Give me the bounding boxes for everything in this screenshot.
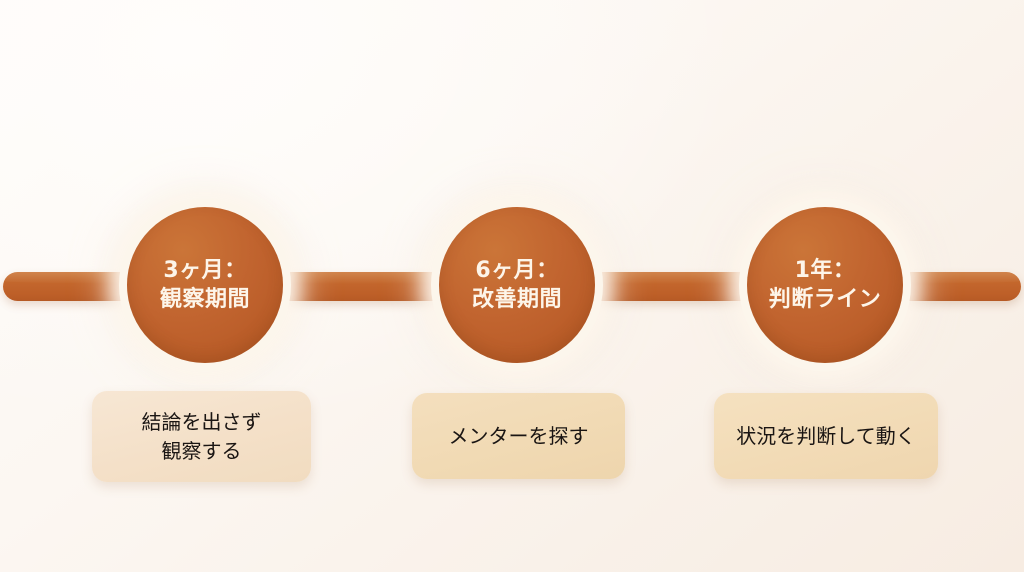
milestone-card-3[interactable]: 状況を判断して動く bbox=[714, 393, 938, 479]
milestone-2-line1: 6ヶ月： bbox=[475, 257, 559, 283]
milestone-disc-3: 1年： 判断ライン bbox=[747, 207, 903, 363]
milestone-3-line2: 判断ライン bbox=[768, 287, 882, 312]
milestone-node-1[interactable]: 3ヶ月： 観察期間 bbox=[119, 199, 291, 371]
milestone-card-1-line1: 結論を出さず bbox=[141, 410, 262, 435]
milestone-node-3[interactable]: 1年： 判断ライン bbox=[739, 199, 911, 371]
milestone-card-3-line1: 状況を判断して動く bbox=[736, 423, 916, 448]
milestone-card-1-line2: 観察する bbox=[161, 438, 242, 463]
milestone-disc-2: 6ヶ月： 改善期間 bbox=[439, 207, 595, 363]
milestone-1-line1: 3ヶ月： bbox=[163, 257, 247, 283]
milestone-1-line2: 観察期間 bbox=[159, 287, 250, 312]
milestone-3-line1: 1年： bbox=[794, 257, 856, 283]
milestone-card-2-line1: メンターを探す bbox=[448, 423, 589, 448]
milestone-node-2[interactable]: 6ヶ月： 改善期間 bbox=[431, 199, 603, 371]
milestone-disc-1: 3ヶ月： 観察期間 bbox=[127, 207, 283, 363]
milestone-2-line2: 改善期間 bbox=[471, 287, 562, 312]
milestone-card-2[interactable]: メンターを探す bbox=[412, 393, 625, 479]
milestone-card-1[interactable]: 結論を出さず 観察する bbox=[92, 391, 311, 482]
